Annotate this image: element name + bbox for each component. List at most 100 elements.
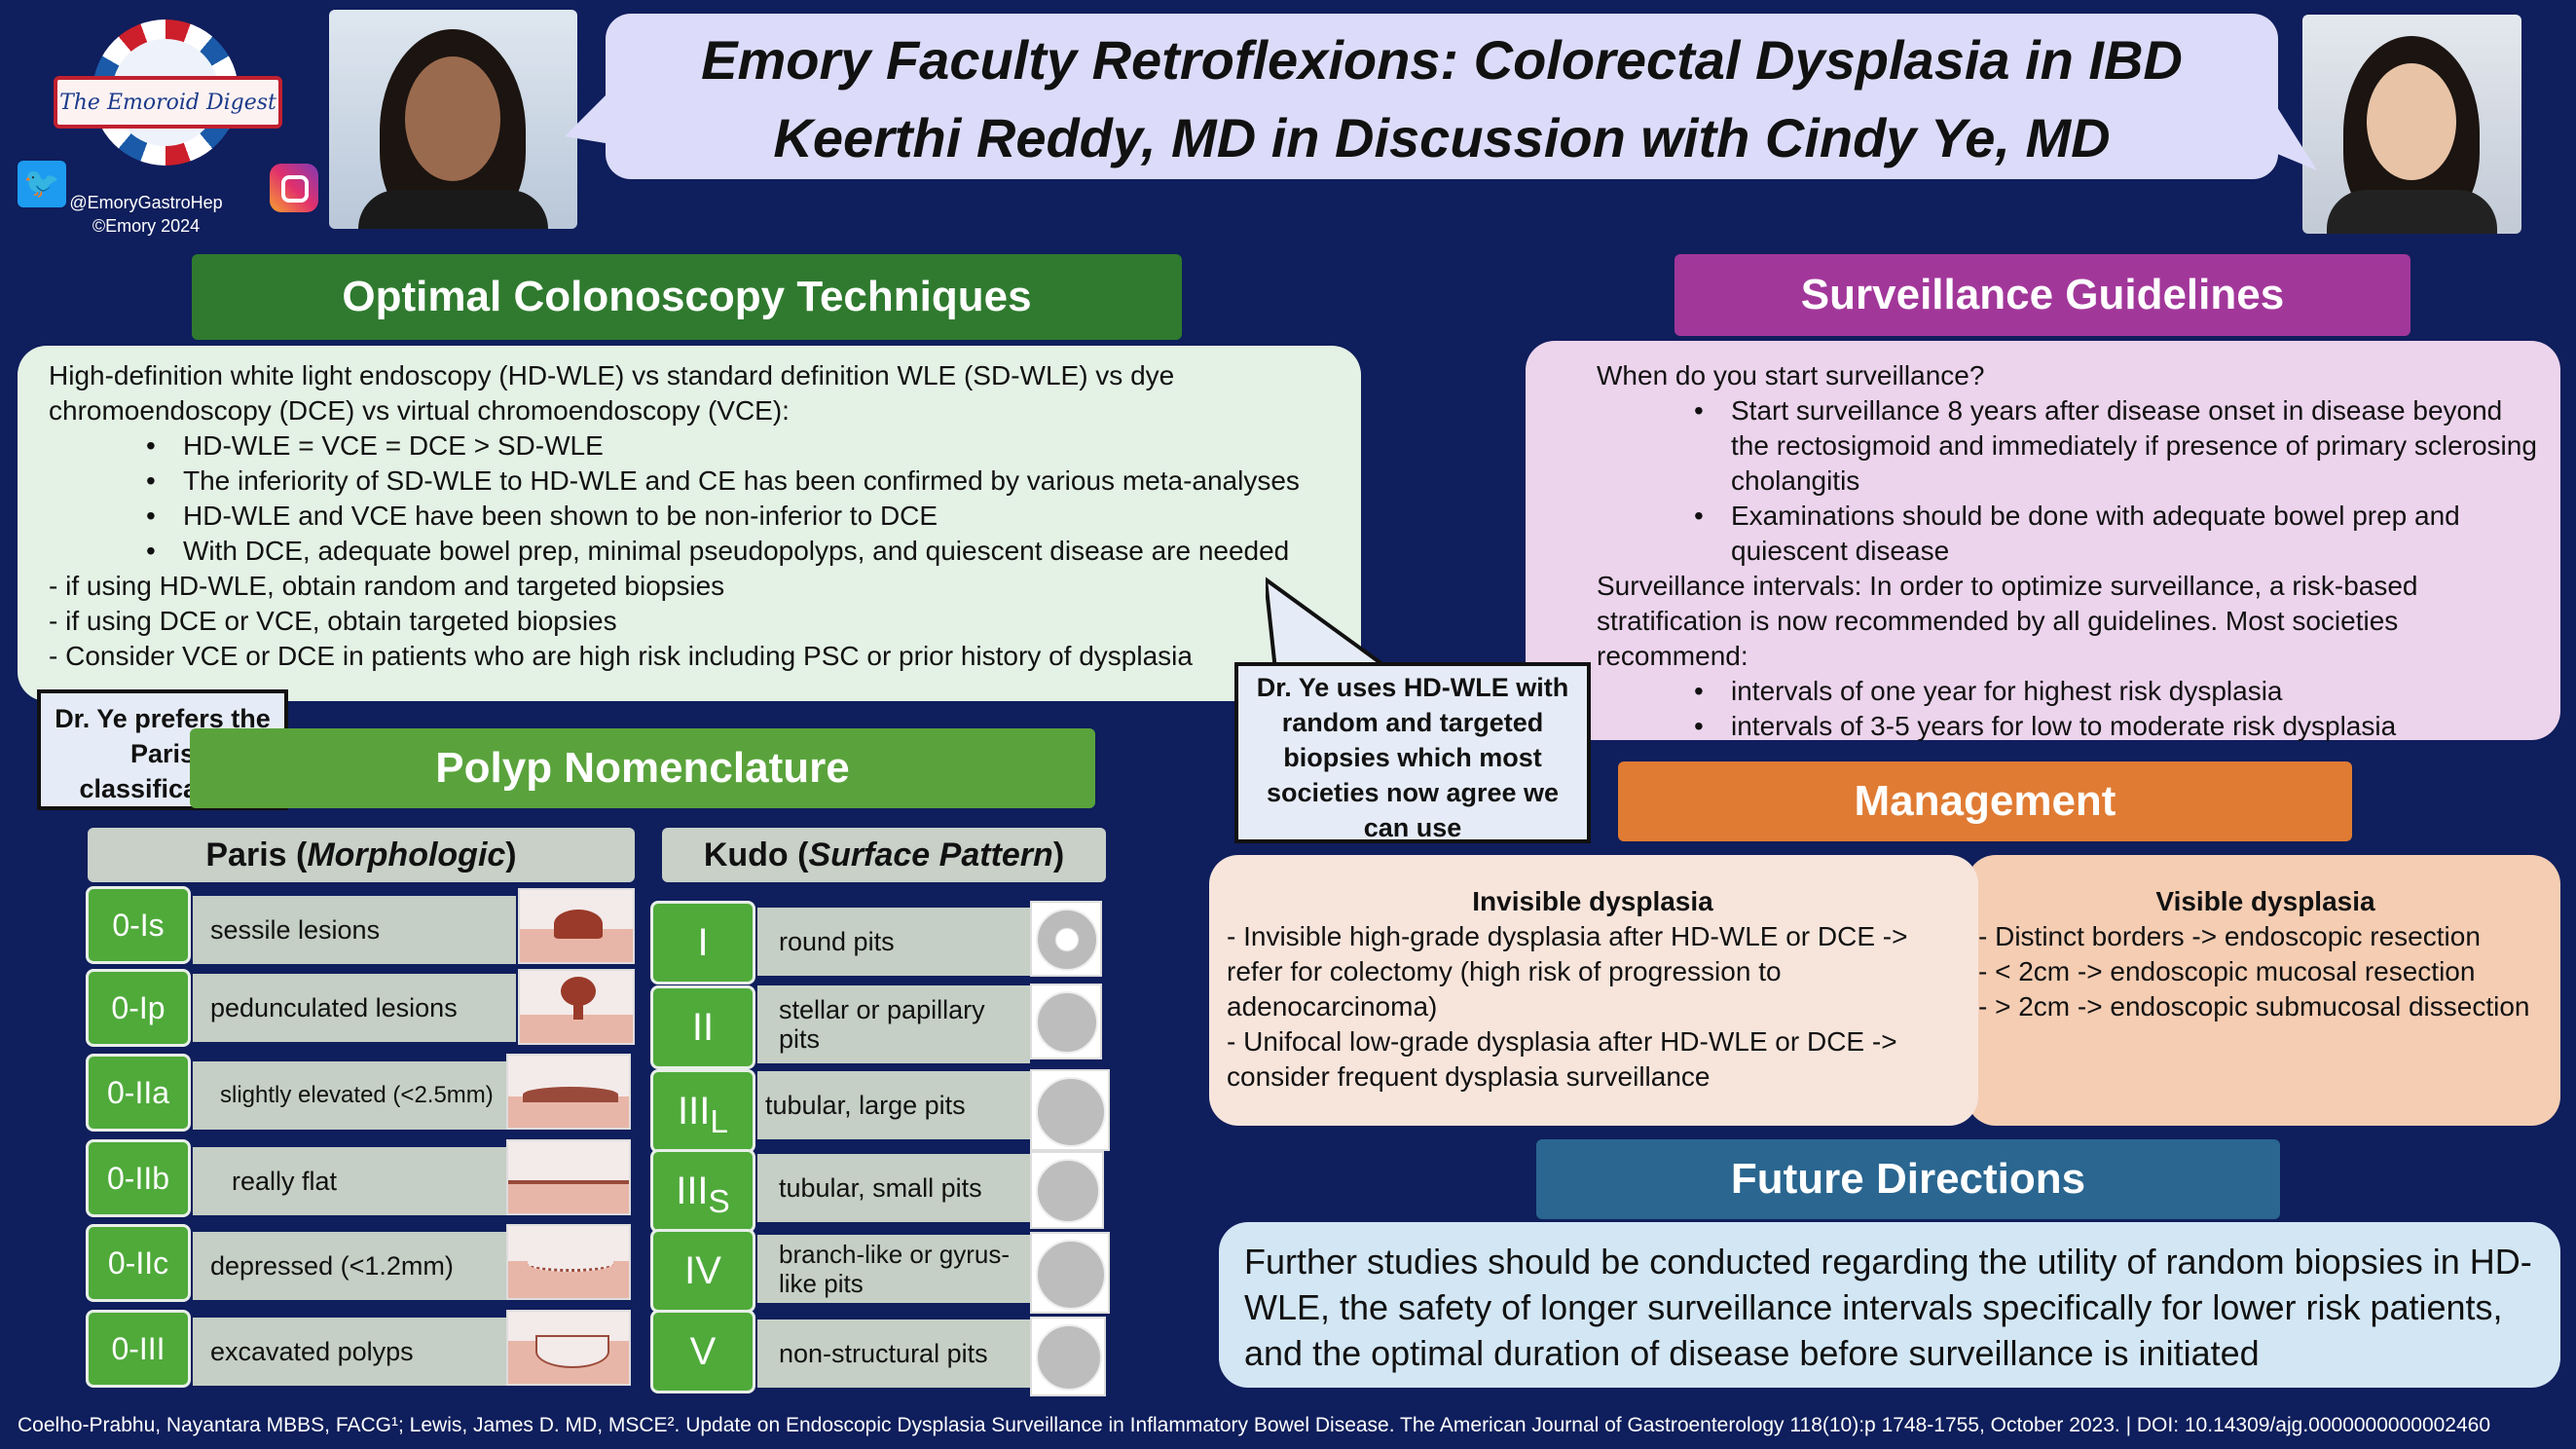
kudo-code-text: III	[678, 1090, 711, 1133]
paris-code: 0-Ip	[86, 969, 191, 1047]
kudo-head-em: Surface Pattern	[808, 836, 1053, 873]
kudo-code: I	[650, 901, 755, 985]
kudo-label: tubular, small pits	[757, 1154, 1030, 1222]
social-handle: @EmoryGastroHep	[69, 193, 223, 212]
kudo-code-sub: S	[708, 1184, 730, 1220]
paris-label: slightly elevated (<2.5mm)	[193, 1061, 506, 1130]
optimal-techniques-header: Optimal Colonoscopy Techniques	[192, 254, 1182, 340]
kudo-code: II	[650, 985, 755, 1069]
kudo-code-text: I	[697, 921, 709, 964]
presenter-photo-ye	[2302, 15, 2521, 234]
title-bubble	[606, 14, 2278, 179]
kudo-code-text: II	[691, 1006, 715, 1049]
optimal-bullet: HD-WLE = VCE = DCE > SD-WLE	[146, 428, 1353, 464]
kudo-head-close: )	[1052, 836, 1065, 873]
kudo-head-text: Kudo (	[703, 836, 809, 873]
tubular-small-pits-illustration	[1030, 1151, 1104, 1229]
kudo-code: IIIL	[650, 1069, 755, 1153]
surveillance-start-bullet: Start surveillance 8 years after disease…	[1694, 393, 2541, 499]
paris-head-em: Morphologic	[307, 836, 506, 873]
kudo-table-header: Kudo (Surface Pattern)	[662, 828, 1106, 882]
management-header: Management	[1618, 762, 2352, 841]
surveillance-interval-bullet: intervals of one year for highest risk d…	[1694, 674, 2541, 709]
kudo-code: V	[650, 1310, 755, 1393]
page-title: Emory Faculty Retroflexions: Colorectal …	[606, 21, 2278, 177]
paris-code: 0-Is	[86, 886, 191, 964]
optimal-intro: High-definition white light endoscopy (H…	[49, 360, 1175, 426]
kudo-code: IV	[650, 1229, 755, 1313]
surveillance-content: When do you start surveillance? Start su…	[1597, 358, 2541, 744]
paris-code: 0-III	[86, 1310, 191, 1388]
emoroid-digest-logo: The Emoroid Digest	[54, 19, 282, 180]
kudo-code-sub: L	[710, 1104, 728, 1140]
kudo-label: round pits	[757, 908, 1030, 976]
polyp-nomenclature-header: Polyp Nomenclature	[190, 728, 1095, 808]
surveillance-start-bullet: Examinations should be done with adequat…	[1694, 499, 2541, 569]
excavated-illustration	[506, 1310, 631, 1386]
hdwle-callout-tail	[1266, 576, 1392, 672]
sessile-lesion-illustration	[518, 888, 635, 964]
kudo-code-text: V	[689, 1330, 717, 1373]
title-line-1: Emory Faculty Retroflexions: Colorectal …	[701, 29, 2183, 91]
hdwle-callout-text: Dr. Ye uses HD-WLE with random and targe…	[1256, 673, 1569, 842]
paris-label: depressed (<1.2mm)	[193, 1232, 506, 1300]
invisible-item: - Invisible high-grade dysplasia after H…	[1227, 921, 1908, 1022]
visible-item: - Distinct borders -> endoscopic resecti…	[1978, 921, 2481, 951]
kudo-code: IIIS	[650, 1149, 755, 1233]
visible-dysplasia-content: Visible dysplasia - Distinct borders -> …	[1978, 884, 2553, 1024]
kudo-label: tubular, large pits	[757, 1071, 1030, 1139]
branch-like-pits-illustration	[1030, 1232, 1110, 1314]
pedunculated-lesion-illustration	[518, 969, 635, 1045]
surveillance-intervals-text: Surveillance intervals: In order to opti…	[1597, 571, 2418, 671]
hdwle-callout: Dr. Ye uses HD-WLE with random and targe…	[1234, 662, 1591, 843]
future-directions-text: Further studies should be conducted rega…	[1244, 1242, 2532, 1373]
really-flat-illustration	[506, 1139, 631, 1215]
invisible-dysplasia-content: Invisible dysplasia - Invisible high-gra…	[1227, 884, 1959, 1095]
depressed-illustration	[506, 1224, 631, 1300]
optimal-bullet: With DCE, adequate bowel prep, minimal p…	[146, 534, 1353, 569]
paris-code: 0-IIc	[86, 1224, 191, 1302]
paris-code: 0-IIa	[86, 1054, 191, 1132]
optimal-dash: - if using DCE or VCE, obtain targeted b…	[49, 606, 617, 636]
visible-item: - > 2cm -> endoscopic submucosal dissect…	[1978, 991, 2530, 1022]
kudo-code-text: III	[676, 1170, 709, 1212]
stellar-pits-illustration	[1030, 984, 1102, 1059]
visible-dysplasia-box	[1967, 855, 2560, 1126]
paris-table-header: Paris (Morphologic)	[88, 828, 635, 882]
kudo-label: branch-like or gyrus-like pits	[757, 1235, 1049, 1303]
invisible-item: - Unifocal low-grade dysplasia after HD-…	[1227, 1026, 1897, 1092]
visible-dysplasia-title: Visible dysplasia	[2155, 886, 2375, 916]
presenter-photo-reddy	[329, 10, 577, 229]
paris-code: 0-IIb	[86, 1139, 191, 1217]
optimal-dash: - if using HD-WLE, obtain random and tar…	[49, 571, 725, 601]
paris-label: really flat	[193, 1147, 506, 1215]
twitter-icon[interactable]: 🐦	[18, 161, 66, 207]
surveillance-question: When do you start surveillance?	[1597, 360, 1985, 390]
invisible-dysplasia-title: Invisible dysplasia	[1472, 886, 1713, 916]
round-pits-illustration	[1030, 901, 1102, 977]
kudo-label: stellar or papillary pits	[757, 985, 1030, 1063]
citation: Coelho-Prabhu, Nayantara MBBS, FACG¹; Le…	[18, 1414, 2491, 1436]
optimal-bullet: HD-WLE and VCE have been shown to be non…	[146, 499, 1353, 534]
instagram-icon[interactable]	[270, 164, 318, 212]
kudo-code-text: IV	[684, 1249, 721, 1292]
surveillance-interval-bullet: intervals of 3-5 years for low to modera…	[1694, 709, 2541, 744]
paris-label: sessile lesions	[193, 896, 516, 964]
future-directions-header: Future Directions	[1536, 1139, 2280, 1219]
non-structural-pits-illustration	[1030, 1317, 1106, 1396]
optimal-techniques-content: High-definition white light endoscopy (H…	[49, 358, 1353, 674]
copyright: ©Emory 2024	[92, 216, 201, 236]
kudo-label: non-structural pits	[757, 1319, 1030, 1388]
logo-banner: The Emoroid Digest	[54, 76, 282, 129]
paris-head-close: )	[505, 836, 517, 873]
paris-head-text: Paris (	[205, 836, 308, 873]
social-handle-block: @EmoryGastroHep ©Emory 2024	[58, 191, 234, 238]
paris-label: excavated polyps	[193, 1318, 506, 1386]
optimal-dash: - Consider VCE or DCE in patients who ar…	[49, 641, 1193, 671]
paris-label: pedunculated lesions	[193, 974, 516, 1042]
visible-item: - < 2cm -> endoscopic mucosal resection	[1978, 956, 2476, 986]
surveillance-header: Surveillance Guidelines	[1674, 254, 2410, 336]
slightly-elevated-illustration	[506, 1054, 631, 1130]
future-directions-box	[1219, 1222, 2560, 1388]
optimal-bullet: The inferiority of SD-WLE to HD-WLE and …	[146, 464, 1353, 499]
